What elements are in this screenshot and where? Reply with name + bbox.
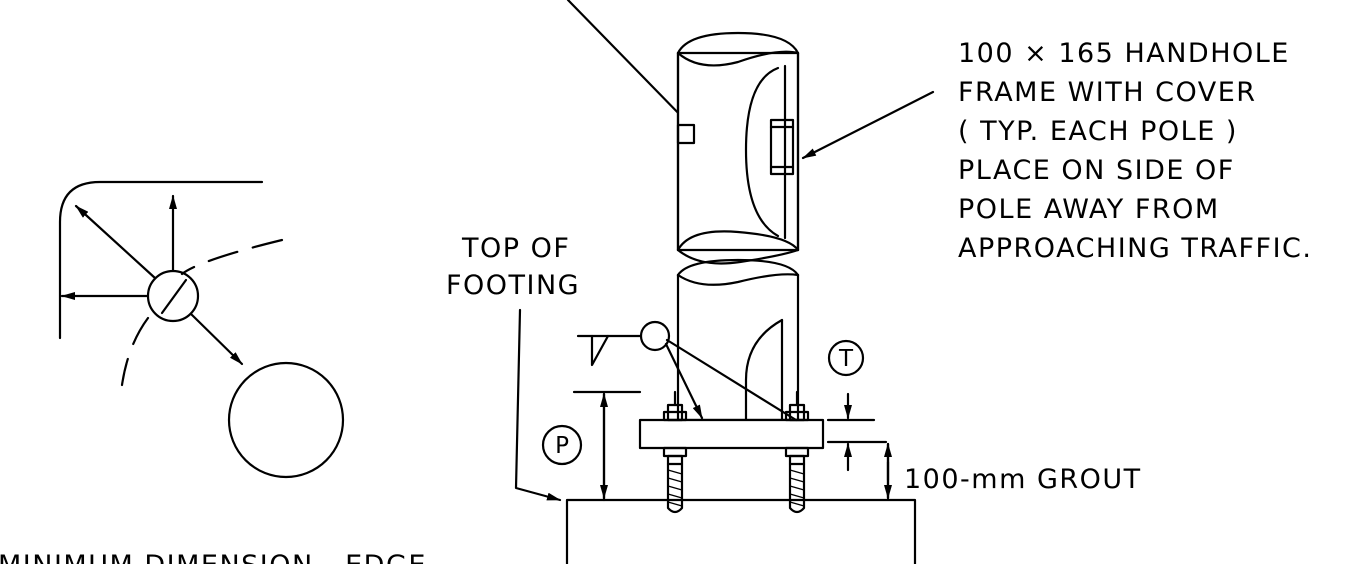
arrow-to-pole	[189, 312, 244, 366]
top-of-footing-line-1: TOP OF	[461, 233, 570, 264]
handhole-note-line-2: FRAME WITH COVER	[958, 77, 1257, 108]
callout-p: P	[541, 424, 583, 466]
handhole-note-line-5: POLE AWAY FROM	[958, 194, 1220, 225]
base-elevation	[514, 258, 917, 564]
arrow-to-corner	[74, 204, 157, 280]
callout-t-label: T	[838, 346, 854, 372]
handhole-note: 100 × 165 HANDHOLE FRAME WITH COVER ( TY…	[958, 38, 1312, 264]
pole-plan-circle	[227, 361, 345, 479]
bottom-note: MINIMUM DIMENSION - EDGE	[0, 550, 427, 564]
weld-symbol	[576, 320, 798, 422]
handhole-note-line-3: ( TYP. EACH POLE )	[958, 116, 1238, 147]
handhole-note-line-4: PLACE ON SIDE OF	[958, 155, 1235, 186]
handhole-leader	[801, 90, 935, 160]
callout-p-label: P	[555, 433, 569, 459]
base-plate	[638, 418, 825, 450]
handhole-note-line-6: APPROACHING TRAFFIC.	[958, 233, 1312, 264]
top-of-footing-line-2: FOOTING	[446, 270, 580, 301]
top-of-footing-leader	[514, 308, 562, 502]
plan-view	[58, 180, 345, 479]
callout-t: T	[827, 339, 865, 377]
handhole-note-line-1: 100 × 165 HANDHOLE	[958, 38, 1290, 69]
anchor-bolt-left	[662, 390, 688, 514]
grout-label: 100-mm GROUT	[904, 464, 1142, 495]
anchor-bolt-right	[784, 390, 810, 514]
pole-handhole-view	[566, 0, 935, 265]
handhole-frame	[769, 118, 795, 176]
footing-outline	[565, 498, 917, 564]
